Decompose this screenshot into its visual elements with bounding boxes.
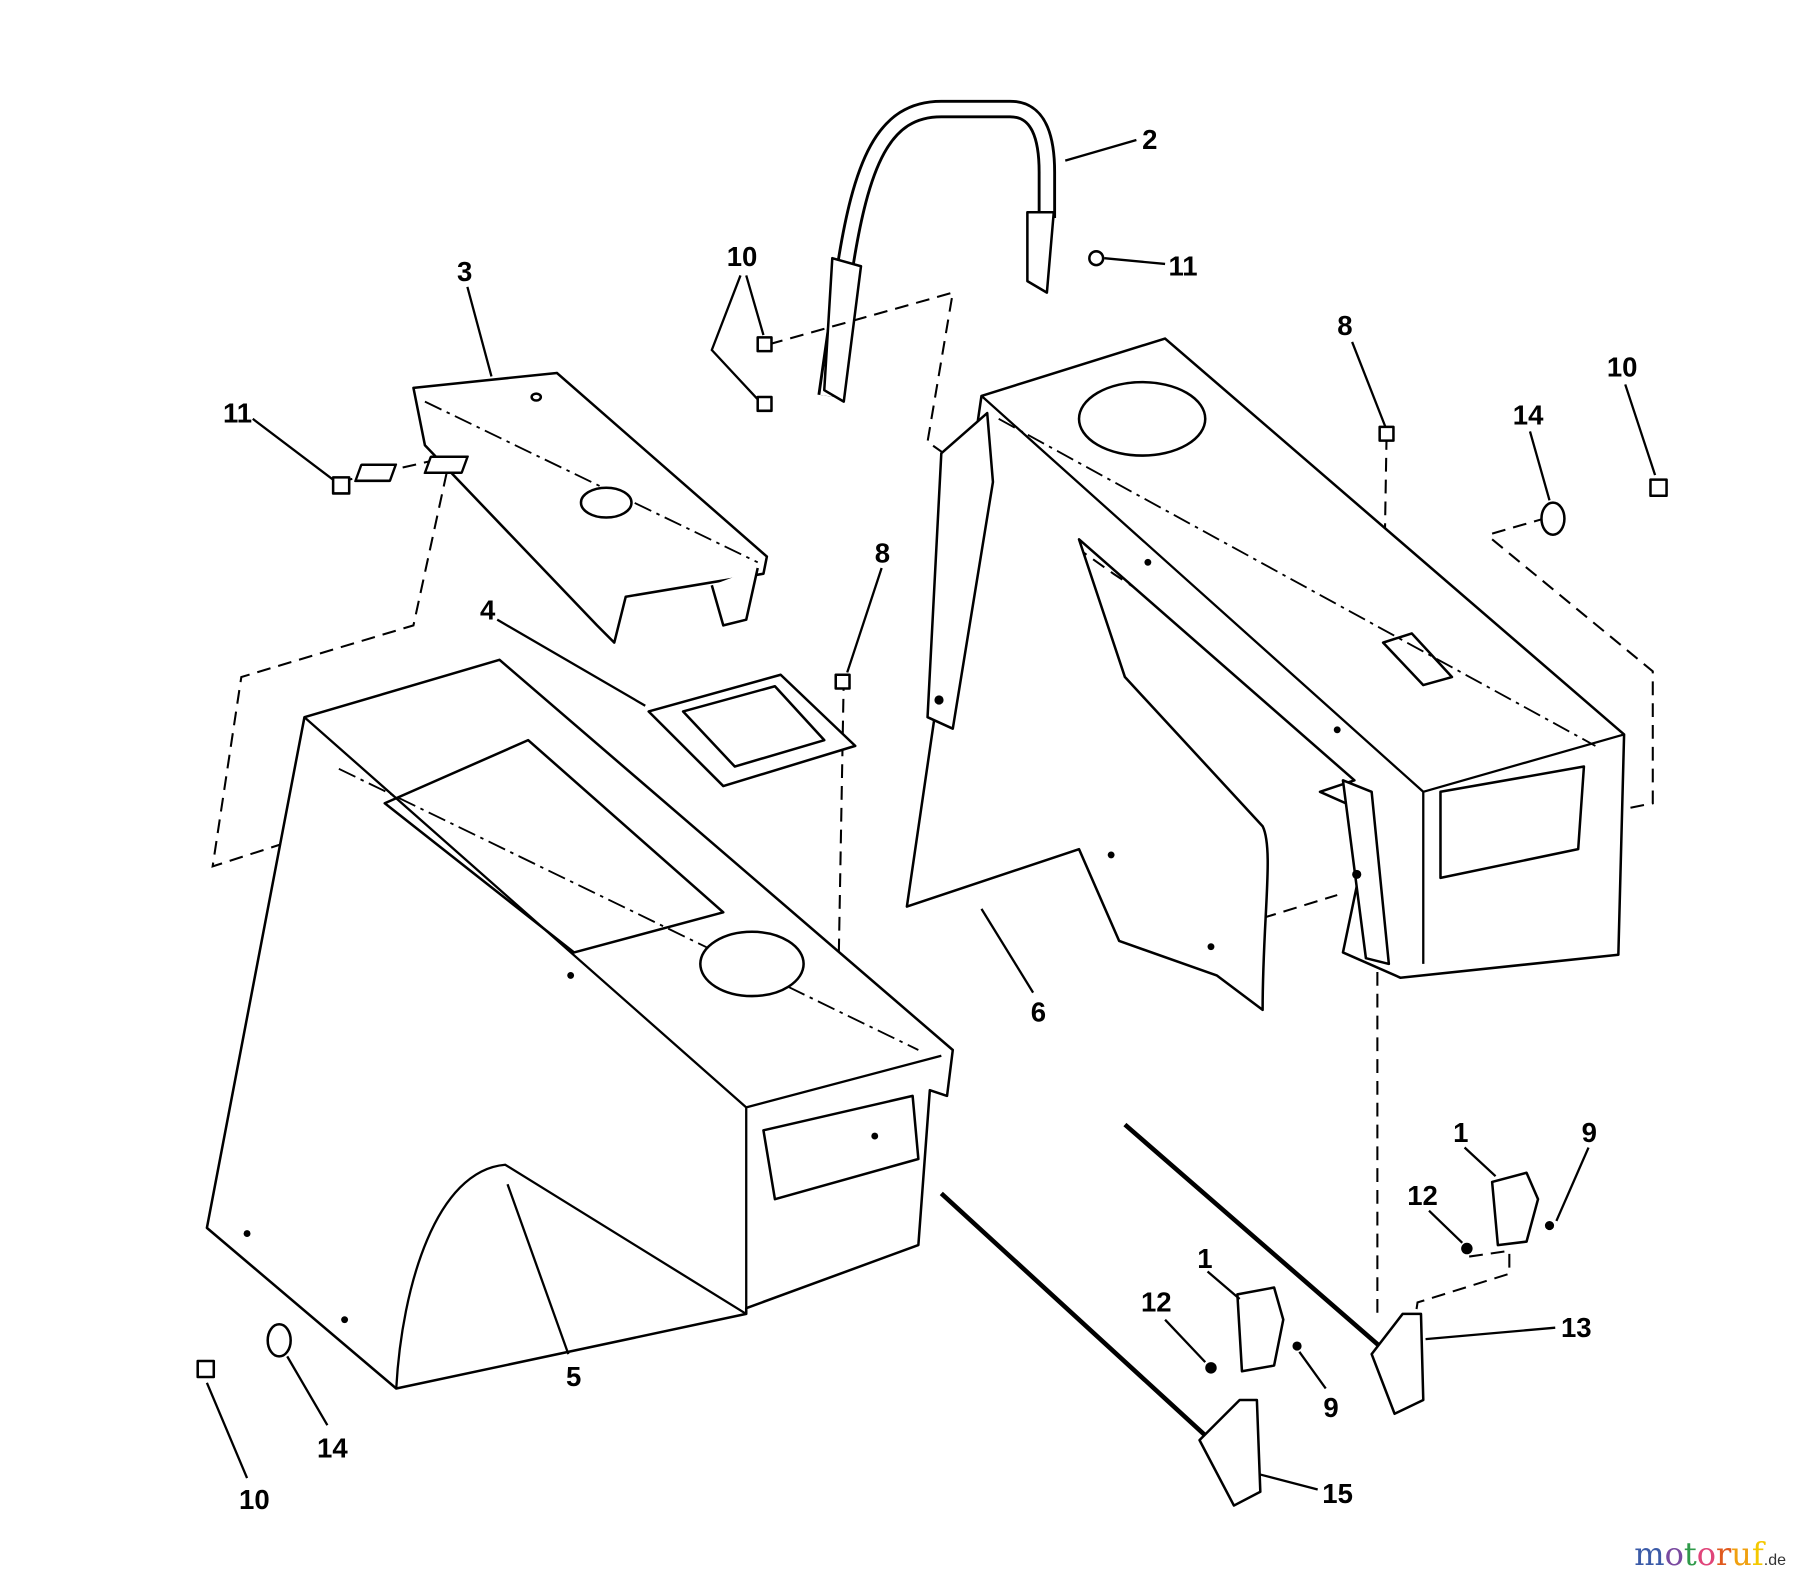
- part-5-left-fender: [205, 658, 955, 1390]
- watermark-letter: u: [1731, 1535, 1752, 1573]
- watermark-letter: t: [1683, 1535, 1697, 1573]
- callout-10: 10: [239, 1484, 270, 1515]
- callout-14: 14: [1513, 400, 1544, 431]
- callout-9: 9: [1582, 1117, 1597, 1148]
- motoruf-watermark-logo: motoruf.de: [1634, 1535, 1786, 1573]
- part-4-plate: [647, 673, 857, 788]
- part-3-dash-panel: [354, 371, 769, 644]
- callout-11: 11: [223, 397, 252, 428]
- callout-leaders: [205, 138, 1657, 1491]
- callout-2: 2: [1142, 124, 1157, 155]
- watermark-letter: m: [1634, 1535, 1665, 1573]
- watermark-letter: o: [1696, 1535, 1716, 1573]
- callout-13: 13: [1561, 1312, 1592, 1343]
- callout-6: 6: [1031, 996, 1046, 1027]
- callout-12: 12: [1141, 1287, 1172, 1318]
- callout-1: 1: [1453, 1117, 1468, 1148]
- callout-5: 5: [566, 1361, 581, 1392]
- callout-14: 14: [317, 1432, 348, 1463]
- parts-1-13-15-levers: [939, 1122, 1540, 1507]
- callout-10: 10: [727, 241, 758, 272]
- callout-15: 15: [1322, 1478, 1353, 1509]
- watermark-letter: f: [1751, 1535, 1764, 1573]
- hardware-bolts-washers: [196, 250, 1668, 1379]
- callout-10: 10: [1607, 351, 1638, 382]
- callout-12: 12: [1407, 1180, 1438, 1211]
- callout-9: 9: [1323, 1392, 1338, 1423]
- part-2-handle-bar: [817, 99, 1057, 403]
- callout-4: 4: [480, 595, 496, 626]
- part-6-right-fender: [905, 337, 1626, 1012]
- watermark-text: motoruf: [1634, 1535, 1763, 1573]
- watermark-letter: o: [1664, 1535, 1684, 1573]
- callout-11: 11: [1169, 250, 1198, 281]
- callout-8: 8: [875, 537, 890, 568]
- watermark-suffix: .de: [1763, 1552, 1786, 1569]
- callout-8: 8: [1337, 310, 1352, 341]
- watermark-letter: r: [1716, 1535, 1732, 1573]
- callout-3: 3: [457, 256, 472, 287]
- callout-1: 1: [1197, 1243, 1212, 1274]
